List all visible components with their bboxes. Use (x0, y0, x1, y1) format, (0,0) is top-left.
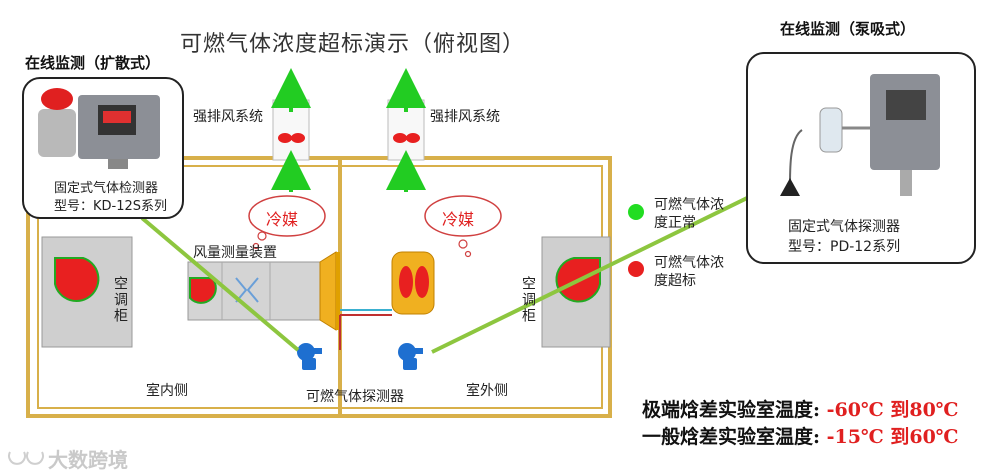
legend-exceeded-dot (628, 261, 644, 277)
airflow-label: 风量测量装置 (193, 245, 277, 261)
airflow-outlet (319, 251, 337, 331)
right-device-header: 在线监测（泵吸式） (780, 20, 916, 38)
legend-exceeded-text: 可燃气体浓度超标 (654, 255, 724, 289)
outdoor-unit-fan-a (399, 266, 413, 298)
watermark-text: 大数跨境 (48, 448, 128, 472)
legend-normal-dot (628, 204, 644, 220)
detector-right-icon (398, 343, 423, 370)
connector-right (431, 178, 785, 354)
right-device-name: 固定式气体探测器 (788, 219, 900, 235)
refrigerant-label-left: 冷媒 (266, 210, 299, 229)
exhaust-fan-right-b (406, 133, 420, 143)
watermark-logo-icon (8, 451, 44, 465)
right-device-card: 固定式气体探测器 型号：PD-12系列 (746, 52, 976, 264)
pump-detector-image (780, 74, 940, 196)
diagram-title: 可燃气体浓度超标演示（俯视图） (180, 32, 526, 57)
diffusion-detector-image (38, 88, 160, 169)
refrigerant-cloud-right (424, 195, 502, 258)
exhaust-fan-right-a (393, 133, 407, 143)
outdoor-unit-fan-b (415, 266, 429, 298)
exhaust-label-right: 强排风系统 (430, 109, 500, 125)
temp-extreme-label: 极端焓差实验室温度: (642, 399, 821, 421)
outdoor-ac-label: 空调柜 (520, 276, 536, 324)
connector-left (140, 216, 300, 352)
refrigerant-cloud-left (248, 195, 326, 250)
temp-general-label: 一般焓差实验室温度: (642, 426, 821, 448)
exhaust-fan-left-a (278, 133, 292, 143)
exhaust-label-left: 强排风系统 (193, 109, 263, 125)
indoor-ac-fan (54, 257, 100, 302)
airflow-outlet-plate (336, 252, 340, 330)
detector-label: 可燃气体探测器 (306, 389, 404, 405)
legend-normal-text: 可燃气体浓度正常 (654, 197, 724, 231)
temp-general-range: -15℃ 到60℃ (826, 426, 959, 448)
refrigerant-label-right: 冷媒 (442, 210, 475, 229)
right-device-model: 型号：PD-12系列 (788, 239, 901, 255)
exhaust-fan-left-b (291, 133, 305, 143)
detector-left-icon (297, 343, 322, 370)
airflow-fan (189, 277, 217, 304)
left-device-name: 固定式气体检测器 (54, 181, 159, 196)
left-device-header: 在线监测（扩散式） (25, 54, 161, 72)
left-device-model: 型号：KD-12S系列 (54, 199, 168, 214)
temp-extreme-row: 极端焓差实验室温度: -60℃ 到80℃ (642, 395, 959, 422)
left-device-card: 固定式气体检测器 型号：KD-12S系列 (22, 77, 184, 219)
indoor-side-label: 室内侧 (146, 383, 188, 399)
indoor-ac-label: 空调柜 (112, 276, 128, 324)
temp-general-row: 一般焓差实验室温度: -15℃ 到60℃ (642, 422, 959, 449)
outdoor-side-label: 室外侧 (466, 383, 508, 399)
temp-extreme-range: -60℃ 到80℃ (826, 399, 959, 421)
